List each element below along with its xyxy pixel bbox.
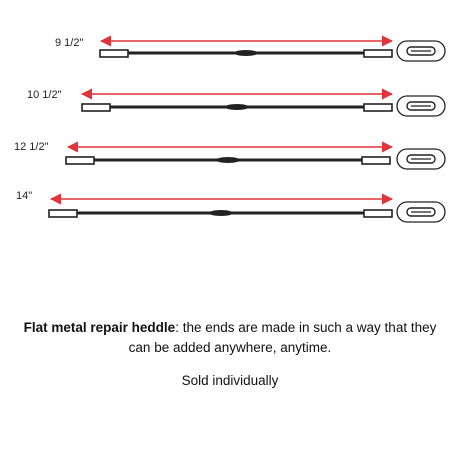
eye-detail-icon <box>396 148 446 170</box>
heddle-rod <box>65 156 391 165</box>
product-name: Flat metal repair heddle <box>23 320 176 335</box>
length-label: 14" <box>16 190 32 202</box>
heddle-row-10-5: 10 1/2" <box>27 88 446 117</box>
length-label: 12 1/2" <box>14 141 49 153</box>
product-description: Flat metal repair heddle: the ends are m… <box>20 318 440 358</box>
heddle-rod <box>99 49 393 58</box>
heddle-row-14: 14" <box>16 190 446 223</box>
length-label: 9 1/2" <box>55 37 83 49</box>
heddle-row-9-5: 9 1/2" <box>55 35 446 62</box>
length-label: 10 1/2" <box>27 89 62 101</box>
eye-detail-icon <box>396 95 446 117</box>
eye-detail-icon <box>396 201 446 223</box>
heddle-row-12-5: 12 1/2" <box>14 141 446 170</box>
product-details: : the ends are made in such a way that t… <box>128 320 437 355</box>
heddle-rod <box>81 103 393 112</box>
heddle-rod <box>48 209 393 218</box>
sale-note: Sold individually <box>181 373 279 388</box>
eye-detail-icon <box>396 40 446 62</box>
